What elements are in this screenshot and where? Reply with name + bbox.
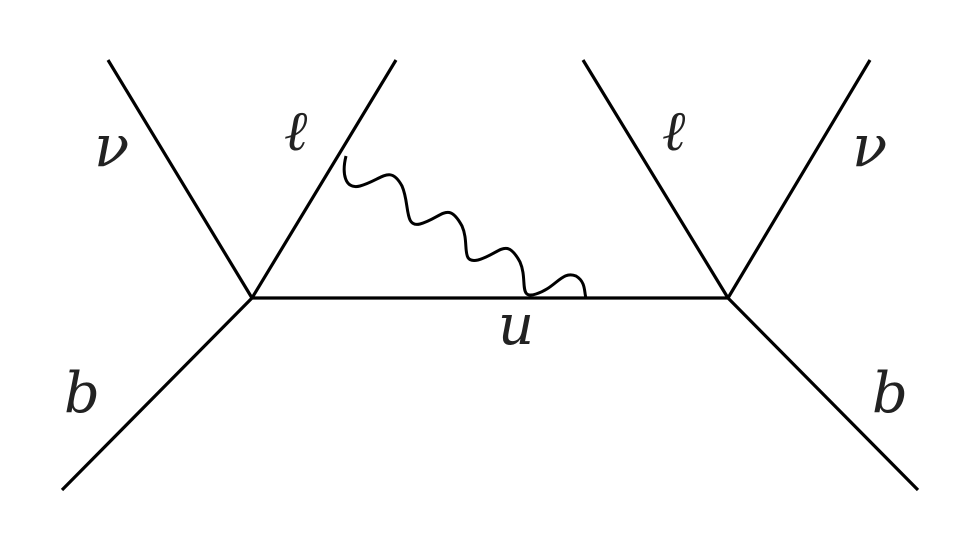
left-b-line bbox=[60, 296, 254, 492]
label-b-left: b bbox=[64, 361, 100, 426]
left-ell-line bbox=[250, 59, 398, 299]
right-b-line bbox=[726, 296, 920, 492]
right-ell-line bbox=[581, 59, 730, 299]
right-nu-line bbox=[726, 59, 872, 299]
label-nu-right: ν bbox=[852, 112, 887, 180]
photon-wavy-line bbox=[342, 155, 588, 299]
label-ell-left: ℓ bbox=[284, 99, 308, 164]
left-nu-line bbox=[106, 59, 254, 299]
label-b-right: b bbox=[872, 361, 908, 426]
label-ell-right: ℓ bbox=[662, 99, 686, 164]
label-u-internal: u bbox=[498, 293, 534, 358]
label-nu-left: ν bbox=[94, 112, 129, 180]
